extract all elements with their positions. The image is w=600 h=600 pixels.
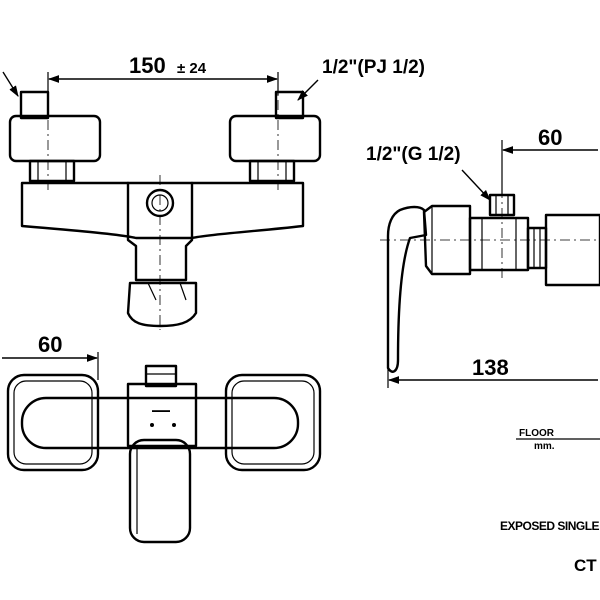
side-lever [386, 205, 428, 373]
front-view: ▬▬▬ 60 [2, 332, 322, 544]
right-inlet-body [228, 114, 322, 163]
right-escutcheon [224, 373, 322, 472]
side-view: 60 1/2"(G 1/2) 138 [366, 125, 600, 388]
dim-inlet-thread: 1/2"(PJ 1/2) [322, 57, 425, 78]
lever-top [126, 281, 198, 328]
side-nut [526, 226, 548, 270]
product-title: EXPOSED SINGLE LE [500, 519, 600, 533]
hot-indicator-icon [150, 423, 154, 427]
front-lever [128, 438, 192, 544]
floor-label: FLOOR [519, 428, 555, 439]
dim-top-width: 150 [129, 53, 166, 78]
central-cartridge [126, 181, 194, 282]
model-number: CT 2 [574, 556, 600, 575]
right-inlet-nut [248, 159, 296, 183]
top-view: 150 ± 24 1/2"(PJ 1/2) [2, 53, 425, 330]
right-inlet-stub [274, 90, 305, 120]
dim-top-tolerance: ± 24 [177, 60, 207, 77]
units-label: mm. [534, 441, 555, 452]
left-inlet-body [8, 114, 102, 163]
left-inlet-nut [28, 159, 76, 183]
dim-side-depth: 60 [538, 125, 562, 150]
left-inlet-stub [19, 90, 50, 120]
title-block: FLOOR mm. EXPOSED SINGLE LE CT 2 [500, 428, 600, 575]
dim-front-width: 60 [38, 332, 62, 357]
svg-text:▬▬▬: ▬▬▬ [152, 408, 170, 414]
cold-indicator-icon [172, 423, 176, 427]
side-valve [468, 216, 530, 272]
front-outlet-stub [144, 364, 178, 388]
dim-side-projection: 138 [472, 355, 509, 380]
left-escutcheon [6, 373, 100, 472]
dim-outlet-thread: 1/2"(G 1/2) [366, 144, 461, 165]
front-housing [126, 382, 198, 448]
front-body [20, 396, 300, 450]
side-wall-flange [544, 213, 600, 287]
